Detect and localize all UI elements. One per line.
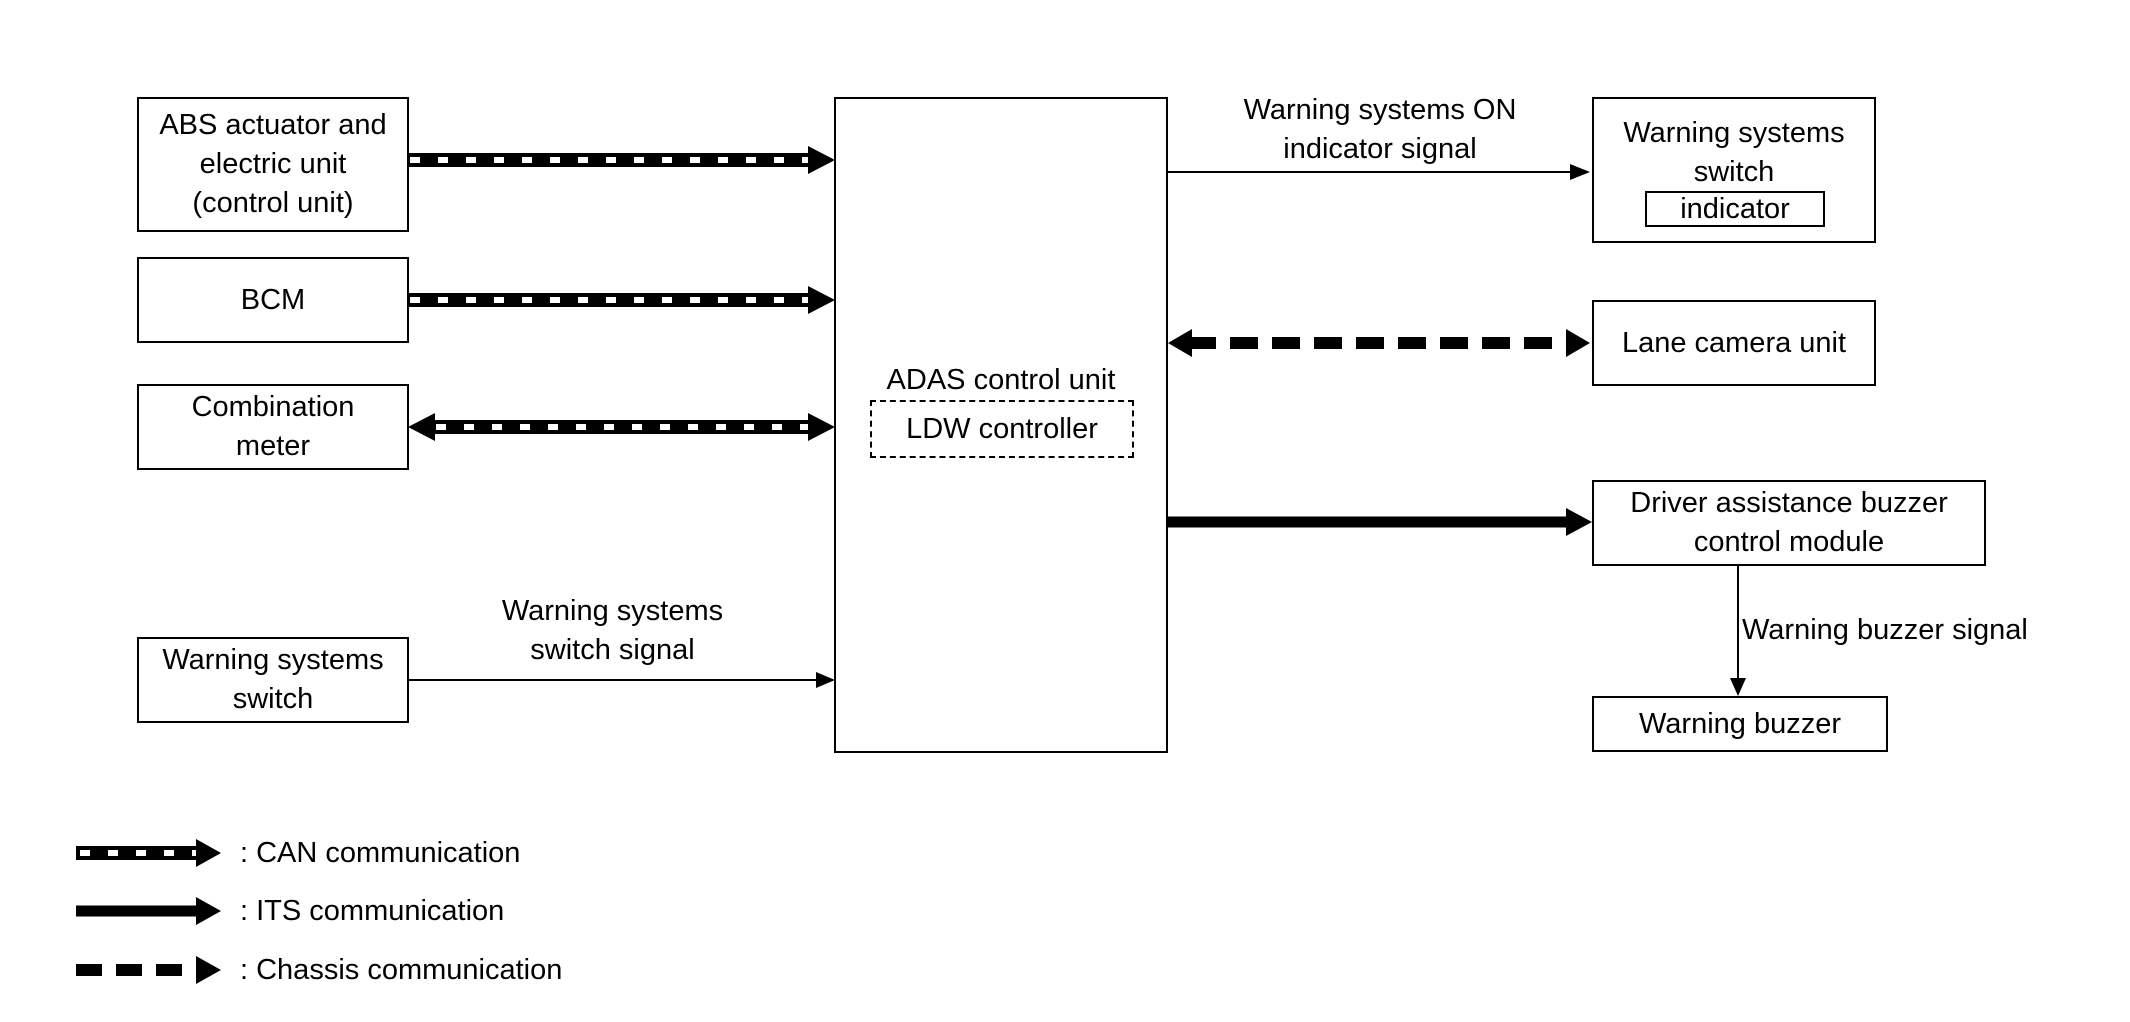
warning-buzzer-label: Warning buzzer [1638,707,1841,740]
legend-can-label: : CAN communication [240,837,521,869]
legend-chassis-label: : Chassis communication [240,954,563,986]
combination-meter-label: Combination meter [191,391,355,462]
chassis-line-camera [1168,329,1590,357]
buzzer-signal-line [1730,565,1746,696]
legend-can-line [76,839,221,867]
warning-buzzer-box [1592,696,1888,752]
switch-signal-line [408,672,835,688]
warning-switch-right-label: Warning systems switch [1623,117,1845,188]
bcm-label: BCM [240,283,306,316]
can-line-meter [408,413,835,441]
switch-signal-label: Warning systems switch signal [501,595,724,666]
legend-its-line [76,897,221,925]
can-line-abs [408,146,835,174]
buzzer-module-label: Driver assistance buzzer control module [1630,487,1948,558]
buzzer-module-box [1592,480,1986,566]
warning-switch-left-label: Warning systems switch [162,644,384,715]
bcm-box [137,257,409,343]
can-line-bcm [408,286,835,314]
indicator-signal-line [1168,164,1590,180]
abs-unit-label: ABS actuator and electric unit (control … [159,109,387,219]
on-indicator-signal-label: Warning systems ON indicator signal [1243,94,1517,165]
legend-its-label: : ITS communication [240,895,505,927]
ldw-controller-box [870,400,1134,458]
lane-camera-label: Lane camera unit [1621,326,1847,359]
legend-chassis-line [76,956,221,984]
its-line-buzzer-module [1168,508,1592,536]
indicator-label: indicator [1680,192,1790,225]
warning-switch-left-box [137,637,409,723]
abs-unit-box [137,97,409,232]
ldw-controller-label: LDW controller [906,412,1098,445]
combination-meter-box [137,384,409,470]
indicator-box [1645,191,1825,227]
lane-camera-box [1592,300,1876,386]
adas-control-unit-label: ADAS control unit [886,363,1116,396]
buzzer-signal-label: Warning buzzer signal [1742,613,2028,646]
